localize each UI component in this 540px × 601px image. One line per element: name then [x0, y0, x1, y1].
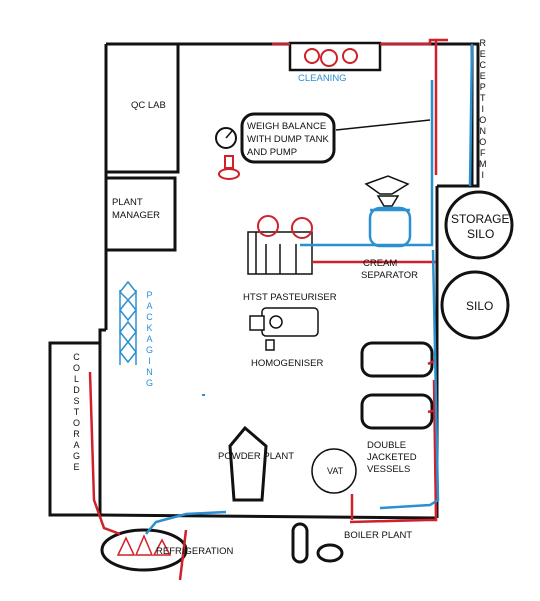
- jacketed-vessel-2: [360, 393, 434, 430]
- label-storage-silo-1: STORAGE: [451, 212, 510, 226]
- label-qc-lab: QC LAB: [131, 100, 166, 111]
- storage-silo: [444, 190, 514, 260]
- label-double-jacketed-3: VESSELS: [367, 464, 411, 475]
- cleaning-unit: [288, 41, 382, 72]
- reception-room: [437, 42, 480, 188]
- cold-pipes: [145, 43, 474, 535]
- label-powder-plant: POWDER PLANT: [218, 451, 295, 462]
- hot-pipes: [88, 38, 448, 581]
- label-plant-manager-1: PLANT: [112, 197, 143, 208]
- silo: [440, 270, 510, 340]
- boiler-plant-unit: [291, 522, 344, 564]
- label-double-jacketed-1: DOUBLE: [367, 440, 407, 451]
- cream-separator-unit: [364, 175, 412, 248]
- refrigeration-unit: [100, 528, 188, 572]
- label-storage-silo-2: SILO: [467, 227, 495, 241]
- label-weigh-balance-2: WITH DUMP TANK: [247, 134, 329, 145]
- homogeniser-unit: [249, 307, 319, 351]
- label-double-jacketed-2: JACKETED: [367, 452, 417, 463]
- jacketed-vessel-1: [360, 341, 434, 378]
- pasteuriser-unit: [247, 215, 313, 275]
- label-silo: SILO: [466, 299, 494, 313]
- label-weigh-balance-1: WEIGH BALANCE: [247, 121, 327, 132]
- label-boiler-plant: BOILER PLANT: [344, 530, 413, 541]
- label-plant-manager-2: MANAGER: [112, 210, 161, 221]
- vat-unit: [311, 448, 357, 494]
- label-htst-pasteuriser: HTST PASTEURISER: [243, 292, 337, 303]
- powder-plant-unit: [228, 425, 268, 502]
- label-refrigeration: REFRIGERATION: [156, 546, 234, 557]
- label-cream-separator-1: CREAM: [363, 258, 398, 269]
- label-cleaning: CLEANING: [298, 73, 347, 84]
- label-cream-separator-2: SEPARATOR: [361, 270, 419, 281]
- label-vat: VAT: [327, 466, 344, 476]
- label-homogeniser: HOMOGENISER: [251, 358, 324, 369]
- office-rooms: [106, 42, 180, 252]
- packaging-unit: [118, 280, 138, 365]
- misc-mark: [335, 119, 431, 131]
- cold-storage-room: [48, 341, 100, 517]
- label-weigh-balance-3: AND PUMP: [247, 147, 298, 158]
- weigh-balance-unit: [215, 112, 336, 180]
